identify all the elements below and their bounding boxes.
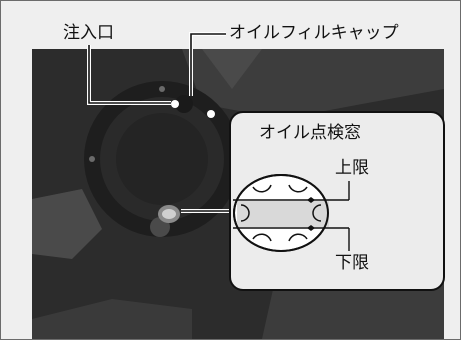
oil-filler-cap-label: オイルフィルキャップ <box>229 23 399 43</box>
oil-window-diagram <box>233 174 350 252</box>
inlet-label: 注入口 <box>63 23 114 43</box>
upper-limit-label: 上限 <box>335 158 369 178</box>
oil-check-window-inset: オイル点検窓 上限 下限 <box>229 111 445 291</box>
oil-check-window-label: オイル点検窓 <box>259 123 361 143</box>
lower-limit-label: 下限 <box>335 253 369 273</box>
